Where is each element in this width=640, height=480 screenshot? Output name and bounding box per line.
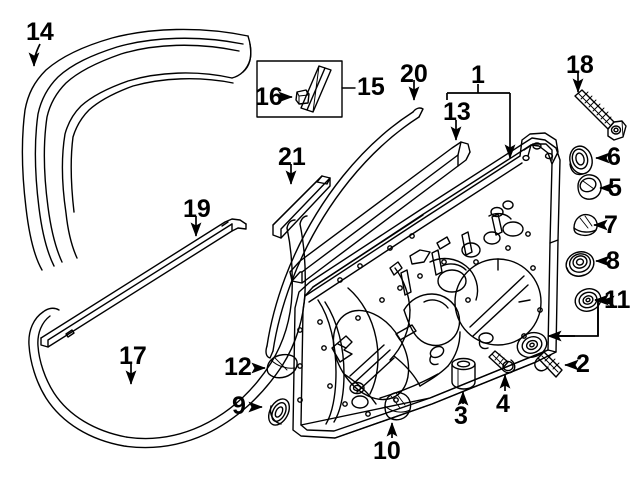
callout-12: 12: [224, 353, 252, 381]
callout-7: 7: [604, 211, 618, 239]
part-12-oval-blank-plug: [266, 353, 298, 379]
callout-3: 3: [454, 402, 468, 430]
callout-19: 19: [183, 195, 211, 223]
part-11-access-hole-plugs: [516, 288, 602, 359]
callout-18: 18: [566, 51, 594, 79]
part-5-dome-plug: [577, 174, 602, 200]
callout-13: 13: [443, 98, 471, 126]
callout-21: 21: [278, 143, 306, 171]
bracket-1: [446, 84, 510, 100]
inset-detail-box: [256, 60, 343, 118]
part-7-flat-cap-plug: [573, 213, 598, 237]
part-21-corner-trim-wedge: [272, 175, 331, 239]
part-19-belt-line-molding: [40, 218, 247, 348]
part-3-bushing-spacer: [451, 357, 476, 390]
part-14-door-opening-seal: [21, 28, 252, 271]
part-18-hinge-bolt: [574, 89, 627, 141]
callout-11: 11: [604, 286, 631, 314]
callout-2: 2: [576, 350, 590, 378]
part-8-ring-grommet: [565, 251, 595, 277]
part-20-window-frame-seal: [265, 107, 424, 359]
callout-1: 1: [471, 61, 485, 89]
part-2-panel-screw: [534, 351, 563, 378]
leader-14: [28, 43, 41, 67]
callout-20: 20: [400, 60, 428, 88]
part-9-small-oval-grommet: [267, 398, 291, 426]
callout-17: 17: [119, 342, 147, 370]
callout-4: 4: [496, 390, 510, 418]
part-6-oval-grommet: [569, 145, 593, 176]
part-4-pin-rivet: [488, 350, 516, 374]
leader-lines: [28, 43, 615, 438]
callout-9: 9: [232, 392, 246, 420]
callout-10: 10: [373, 437, 401, 465]
part-13-belt-weatherstrip: [289, 141, 471, 284]
callout-15: 15: [357, 73, 385, 101]
callout-8: 8: [606, 247, 620, 275]
part-10-bottom-drain-cap: [384, 391, 412, 421]
callout-14: 14: [26, 18, 54, 46]
callout-6: 6: [607, 143, 621, 171]
callout-16: 16: [255, 83, 283, 111]
callout-5: 5: [608, 174, 622, 202]
